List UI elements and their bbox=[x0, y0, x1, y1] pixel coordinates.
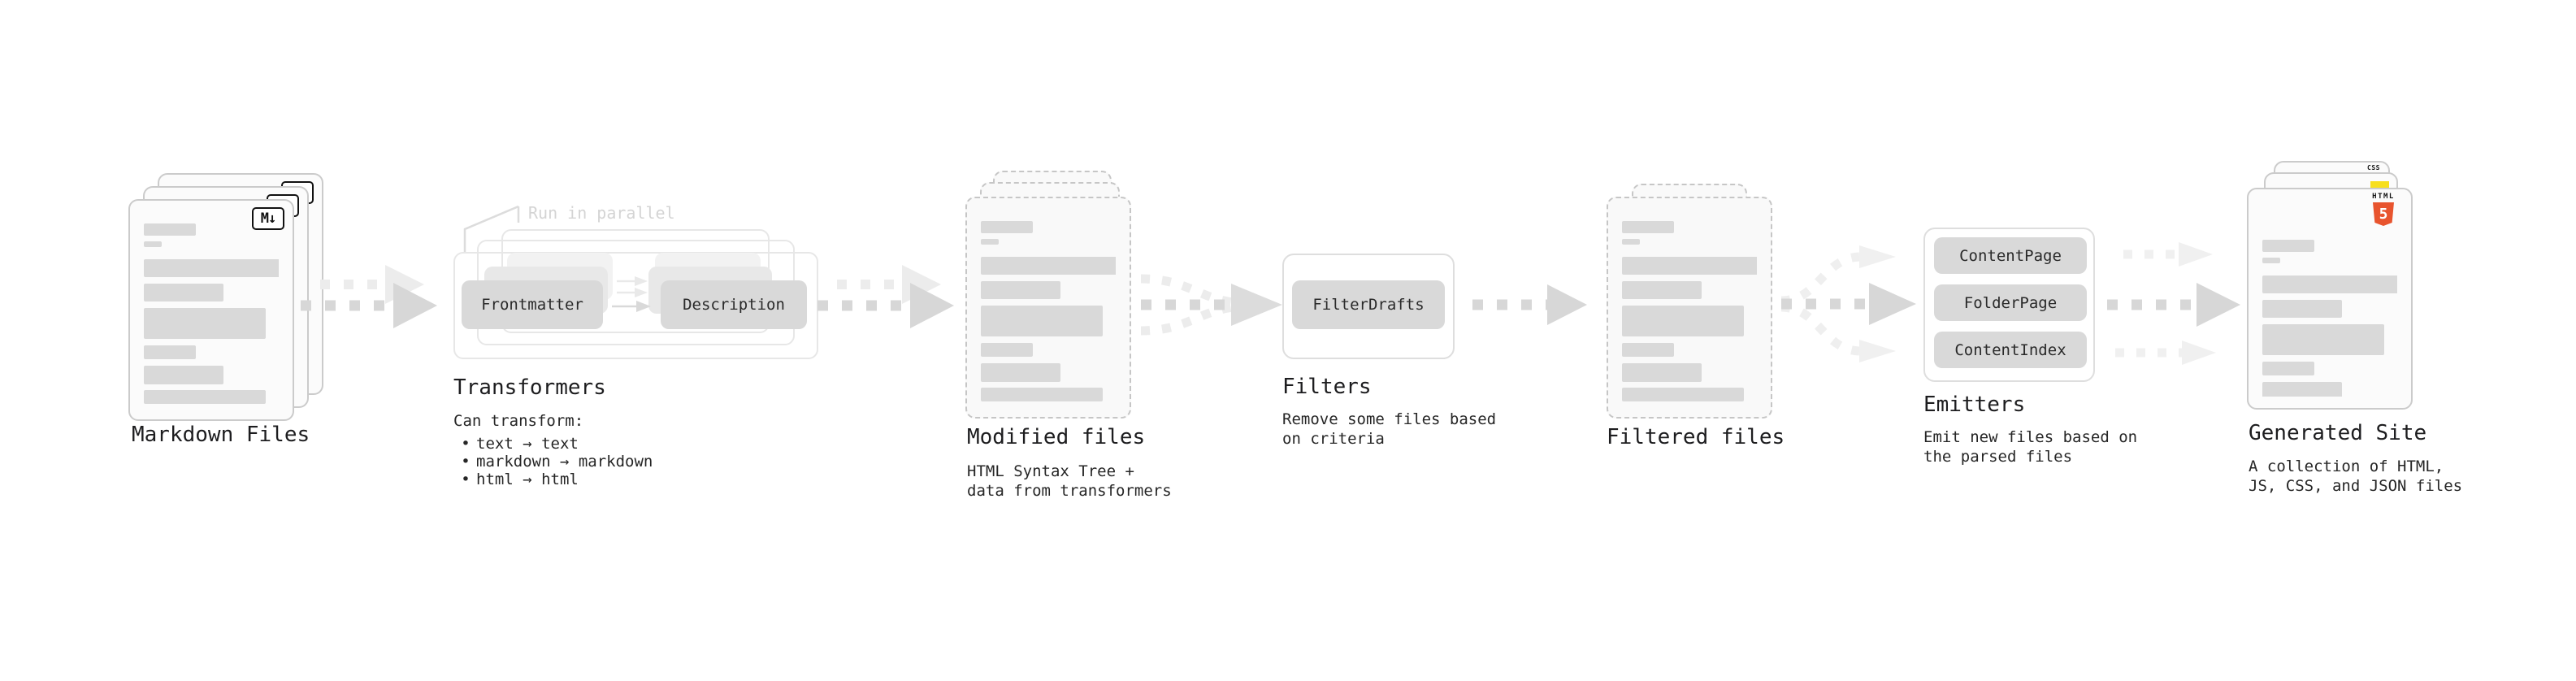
content-bar bbox=[1622, 388, 1744, 401]
content-bar bbox=[144, 366, 223, 384]
arrow-filtered-to-emitters bbox=[1780, 245, 1916, 362]
content-bar bbox=[981, 363, 1060, 382]
arrow-emitters-to-generated bbox=[2107, 242, 2240, 365]
html5-icon: HTML 5 bbox=[2365, 193, 2402, 226]
run-in-parallel-annotation: Run in parallel bbox=[528, 203, 675, 223]
modified-files-title: Modified files bbox=[967, 425, 1146, 449]
bullet-item: •text → text bbox=[461, 435, 579, 453]
filters-subtitle: Remove some files based on criteria bbox=[1282, 410, 1497, 448]
content-bar bbox=[1622, 257, 1757, 275]
content-bar bbox=[1622, 363, 1702, 382]
arrow-markdown-to-transformers bbox=[301, 265, 437, 328]
content-bar bbox=[144, 241, 162, 247]
content-bar bbox=[144, 259, 279, 277]
markdown-files-title: Markdown Files bbox=[132, 423, 310, 447]
generated-site-title: Generated Site bbox=[2249, 421, 2427, 445]
content-bar bbox=[144, 345, 196, 359]
content-bar bbox=[981, 343, 1033, 357]
emitters-title: Emitters bbox=[1923, 393, 2026, 417]
bullet-item: •html → html bbox=[461, 471, 579, 488]
bullet-item: •markdown → markdown bbox=[461, 453, 653, 471]
filters-title: Filters bbox=[1282, 375, 1372, 399]
annotation-leader-line bbox=[463, 205, 520, 252]
markdown-icon: M↓ bbox=[252, 207, 284, 230]
content-bar bbox=[2262, 275, 2397, 293]
transformers-title: Transformers bbox=[453, 375, 606, 400]
contentindex-chip: ContentIndex bbox=[1934, 332, 2087, 368]
content-bar bbox=[144, 308, 266, 339]
folderpage-chip: FolderPage bbox=[1934, 284, 2087, 321]
content-bar bbox=[981, 306, 1103, 336]
document-content-placeholder bbox=[2262, 240, 2397, 397]
emitters-subtitle: Emit new files based on the parsed files bbox=[1923, 428, 2138, 466]
content-bar bbox=[981, 239, 999, 245]
arrow-transformers-to-modified bbox=[817, 265, 954, 328]
can-transform-label: Can transform: bbox=[453, 412, 584, 430]
content-bar bbox=[981, 388, 1103, 401]
modified-file-front bbox=[965, 197, 1131, 419]
frontmatter-chip: Frontmatter bbox=[462, 280, 603, 329]
document-content-placeholder bbox=[144, 223, 279, 408]
contentpage-chip: ContentPage bbox=[1934, 237, 2087, 274]
content-bar bbox=[2262, 382, 2342, 397]
content-bar bbox=[2262, 300, 2342, 318]
content-bar bbox=[144, 390, 266, 404]
content-bar bbox=[144, 223, 196, 236]
content-bar bbox=[144, 284, 223, 301]
document-content-placeholder bbox=[1622, 221, 1757, 406]
generated-site-subtitle: A collection of HTML, JS, CSS, and JSON … bbox=[2249, 458, 2463, 495]
modified-files-subtitle: HTML Syntax Tree + data from transformer… bbox=[967, 462, 1172, 500]
transformers-description: Can transform: •text → text •markdown → … bbox=[453, 412, 653, 488]
arrow-modified-to-filters bbox=[1140, 274, 1282, 336]
content-bar bbox=[1622, 281, 1702, 299]
arrow-filters-to-filtered bbox=[1472, 284, 1587, 325]
markdown-file-front: M↓ bbox=[128, 199, 294, 421]
generated-file-html: HTML 5 bbox=[2247, 188, 2413, 410]
content-bar bbox=[1622, 343, 1674, 357]
content-bar bbox=[1622, 239, 1640, 245]
content-bar bbox=[2262, 258, 2280, 263]
content-bar bbox=[981, 221, 1033, 233]
document-content-placeholder bbox=[981, 221, 1116, 406]
content-bar bbox=[2262, 324, 2384, 355]
filterdrafts-chip: FilterDrafts bbox=[1292, 280, 1445, 329]
filtered-file-front bbox=[1607, 197, 1772, 419]
content-bar bbox=[981, 257, 1116, 275]
description-chip: Description bbox=[661, 280, 807, 329]
content-bar bbox=[1622, 306, 1744, 336]
parallel-arrows-icon bbox=[612, 276, 651, 312]
content-bar bbox=[981, 281, 1060, 299]
content-bar bbox=[1622, 221, 1674, 233]
filtered-files-title: Filtered files bbox=[1607, 425, 1785, 449]
content-bar bbox=[2262, 240, 2314, 252]
content-bar bbox=[2262, 362, 2314, 375]
